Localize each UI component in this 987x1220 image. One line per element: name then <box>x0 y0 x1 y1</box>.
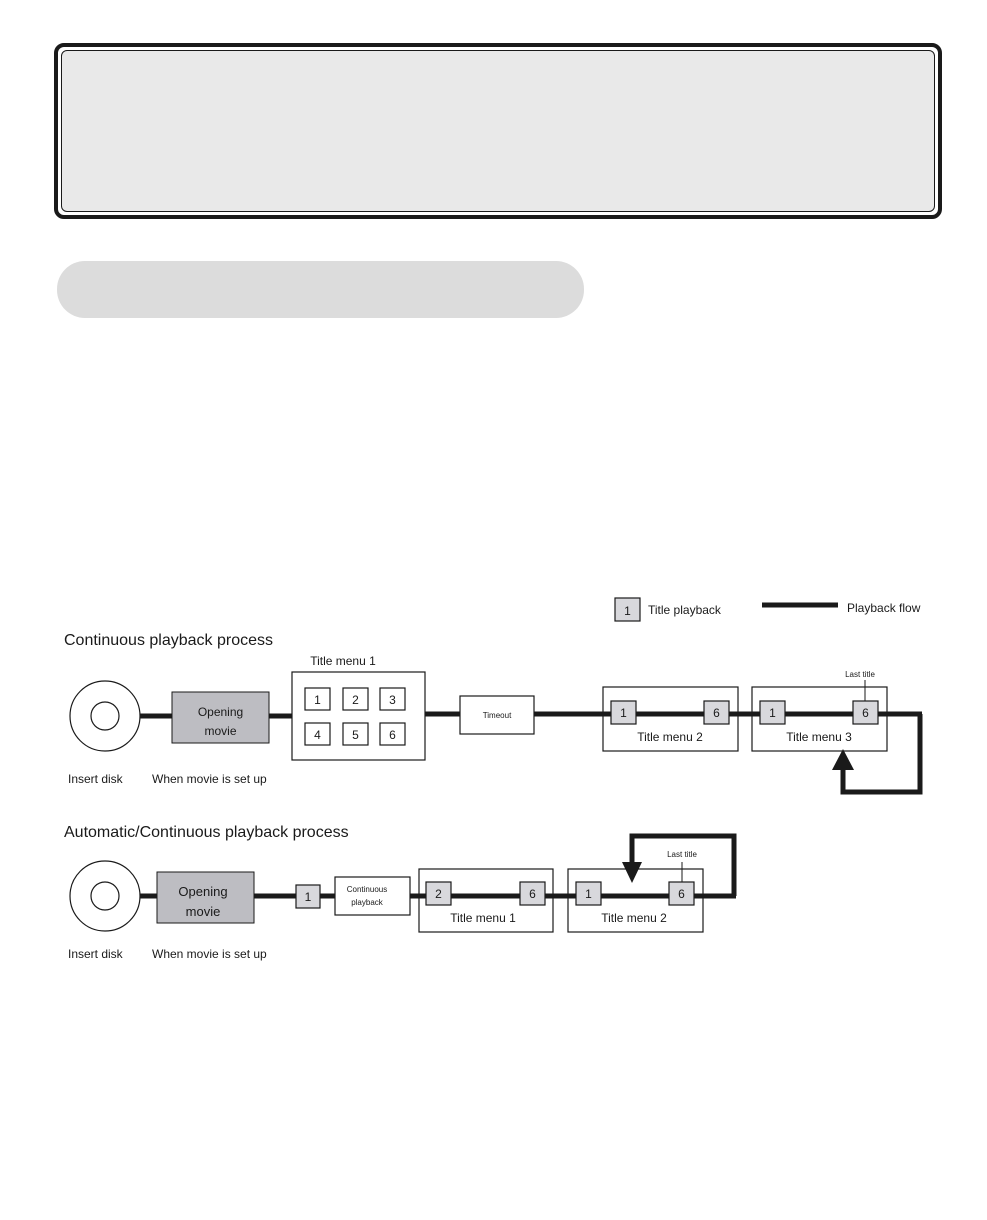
title-number: 1 <box>769 706 776 720</box>
legend-title-playback-label: Title playback <box>648 603 722 617</box>
title-box <box>379 687 406 711</box>
when-set-up-label: When movie is set up <box>152 947 267 961</box>
title-number: 6 <box>389 728 396 742</box>
title-number: 2 <box>352 693 359 707</box>
legend: 1 Title playback Playback flow <box>614 597 921 622</box>
title-menu-2-box <box>567 868 704 933</box>
opening-movie-box <box>171 691 270 744</box>
title-box <box>379 722 406 746</box>
header-banner-inner <box>61 50 935 212</box>
opening-movie-line1: Opening <box>178 884 227 899</box>
timeout-label: Timeout <box>483 711 512 720</box>
flow-loop <box>840 714 923 795</box>
legend-title-box-number: 1 <box>624 604 631 618</box>
title-box <box>519 881 546 906</box>
title-menu-2-box <box>602 686 739 752</box>
title-menu-1-box <box>291 671 426 761</box>
last-title-label: Last title <box>845 670 875 679</box>
title-menu-1-label: Title menu 1 <box>450 911 516 925</box>
disc-hole-icon <box>90 701 120 731</box>
title-box <box>304 687 331 711</box>
title-menu-3-box <box>751 686 888 752</box>
insert-disk-label: Insert disk <box>68 947 124 961</box>
title-number: 1 <box>620 706 627 720</box>
continuous-playback-line1: Continuous <box>347 885 387 894</box>
title-number: 1 <box>305 890 312 904</box>
title-box <box>425 881 452 906</box>
header-banner <box>54 43 942 219</box>
legend-title-box <box>614 597 641 622</box>
title-menu-3-label: Title menu 3 <box>786 730 852 744</box>
title-box <box>295 884 321 909</box>
title-menu-2-label: Title menu 2 <box>601 911 667 925</box>
title-number: 4 <box>314 728 321 742</box>
opening-movie-line2: movie <box>186 904 221 919</box>
opening-movie-line2: movie <box>204 724 236 738</box>
title-number: 5 <box>352 728 359 742</box>
title-number: 1 <box>314 693 321 707</box>
section-pill <box>57 261 584 318</box>
title-box <box>610 700 637 725</box>
title-menu-2-label: Title menu 2 <box>637 730 703 744</box>
continuous-heading: Continuous playback process <box>64 632 273 649</box>
loop-arrow-icon <box>622 862 642 883</box>
title-box <box>342 722 369 746</box>
disc-hole-icon <box>90 881 120 911</box>
opening-movie-line1: Opening <box>198 705 243 719</box>
opening-movie-box <box>156 871 255 924</box>
title-menu-1-label: Title menu 1 <box>310 654 376 668</box>
timeout-box <box>459 695 535 735</box>
title-box <box>703 700 730 725</box>
loop-arrow-icon <box>832 749 854 770</box>
title-number: 1 <box>585 887 592 901</box>
title-box <box>342 687 369 711</box>
title-number: 6 <box>713 706 720 720</box>
last-title-label: Last title <box>667 850 697 859</box>
title-box <box>759 700 786 725</box>
insert-disk-label: Insert disk <box>68 772 124 786</box>
title-box <box>304 722 331 746</box>
continuous-playback-box <box>334 876 411 916</box>
title-number: 3 <box>389 693 396 707</box>
automatic-heading: Automatic/Continuous playback process <box>64 824 349 841</box>
continuous-playback-line2: playback <box>351 898 384 907</box>
continuous-process: Continuous playback process Opening movi… <box>64 632 923 795</box>
title-number: 6 <box>862 706 869 720</box>
title-number: 6 <box>529 887 536 901</box>
automatic-process: Automatic/Continuous playback process Op… <box>64 824 737 961</box>
legend-playback-flow-label: Playback flow <box>847 601 921 615</box>
when-set-up-label: When movie is set up <box>152 772 267 786</box>
flow-loop <box>629 833 737 896</box>
title-number: 6 <box>678 887 685 901</box>
title-menu-1-box <box>418 868 554 933</box>
title-box <box>575 881 602 906</box>
title-number: 2 <box>435 887 442 901</box>
